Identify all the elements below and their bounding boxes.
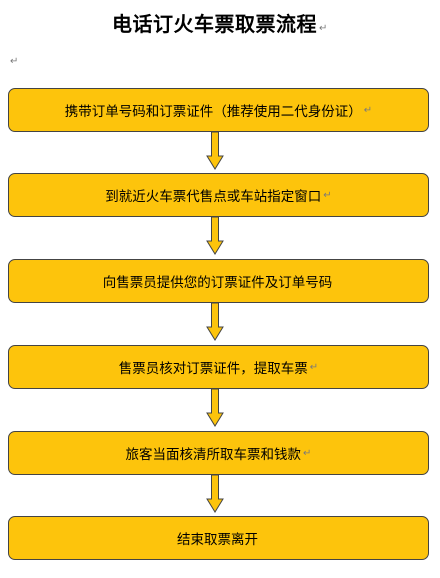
down-arrow-icon <box>206 389 224 427</box>
paragraph-mark-icon: ↵ <box>363 104 373 116</box>
paragraph-mark-icon: ↵ <box>319 23 328 34</box>
flow-step-4: 售票员核对订票证件，提取车票↵ <box>8 345 429 389</box>
step-label: 旅客当面核清所取车票和钱款 <box>125 447 302 463</box>
page-title: 电话订火车票取票流程↵ <box>0 8 440 37</box>
down-arrow-icon <box>206 475 224 513</box>
step-label: 携带订单号码和订票证件（推荐使用二代身份证） <box>64 104 362 120</box>
paragraph-mark-icon: ↵ <box>323 189 332 201</box>
flow-step-5: 旅客当面核清所取车票和钱款↵ <box>8 431 429 475</box>
flow-step-1: 携带订单号码和订票证件（推荐使用二代身份证）↵ <box>8 88 429 132</box>
down-arrow-icon <box>206 217 224 255</box>
title-text: 电话订火车票取票流程 <box>112 12 318 36</box>
step-label: 向售票员提供您的订票证件及订单号码 <box>102 275 333 291</box>
flow-step-2: 到就近火车票代售点或车站指定窗口↵ <box>8 173 429 217</box>
down-arrow-icon <box>206 303 224 341</box>
paragraph-mark-icon: ↵ <box>303 447 312 459</box>
step-label: 结束取票离开 <box>177 532 258 548</box>
paragraph-mark-icon: ↵ <box>10 56 19 67</box>
step-label: 到就近火车票代售点或车站指定窗口 <box>105 189 322 205</box>
paragraph-mark-icon: ↵ <box>309 361 319 373</box>
down-arrow-icon <box>206 132 224 170</box>
flow-step-3: 向售票员提供您的订票证件及订单号码 <box>8 259 429 303</box>
flow-step-6: 结束取票离开 <box>8 516 429 560</box>
step-label: 售票员核对订票证件，提取车票 <box>118 361 308 377</box>
